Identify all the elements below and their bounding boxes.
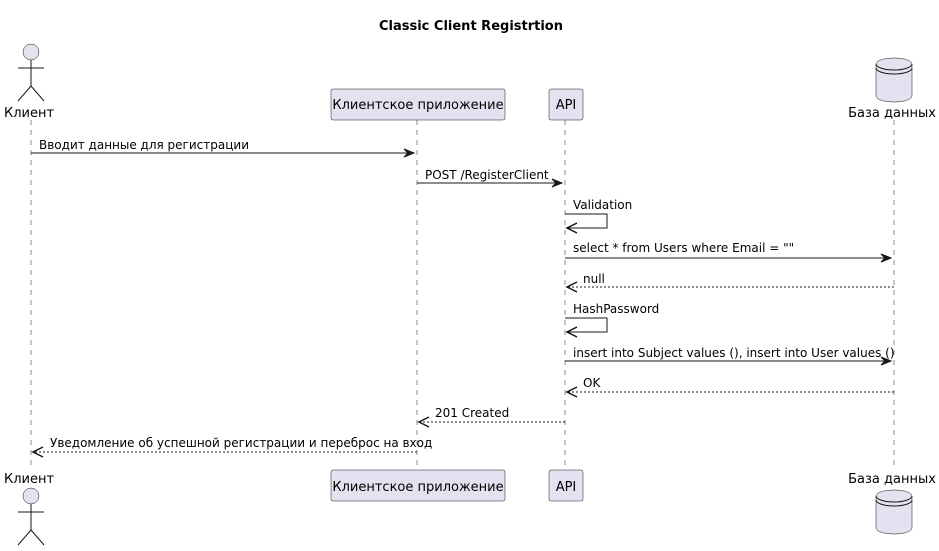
database-cylinder-rim [875,63,913,75]
message-line [565,213,608,229]
database-cylinder-icon [875,57,913,103]
participant-label-app: Клиентское приложение [332,98,503,113]
participant-box-app [330,469,506,502]
participant-api-top: API [548,88,584,121]
arrow-head-icon [417,416,430,428]
participant-client-top: Клиент [4,43,54,121]
message-label: OK [583,376,601,390]
actor-right-leg [30,529,45,546]
arrow-head-icon [880,253,893,263]
message-4: select * from Users where Email = "" [565,241,893,263]
participant-label-client: Клиент [4,106,54,121]
participant-db-top: База данных [848,57,936,121]
participant-db-bottom: База данных [848,472,936,535]
message-label: POST /RegisterClient [425,168,549,182]
message-5: null [565,272,894,293]
actor-head [22,43,40,61]
arrow-head-icon [565,326,578,338]
actor-right-leg [30,85,45,102]
participant-box-api [548,88,584,121]
message-label: Validation [573,198,632,212]
arrow-head-icon [565,222,578,234]
participant-box-api [548,469,584,502]
database-cylinder-icon [875,489,913,535]
participant-app-top: Клиентское приложение [330,88,506,121]
arrow-head-icon [403,148,416,158]
arrow-head-icon [565,386,578,398]
participant-label-app: Клиентское приложение [332,480,503,495]
participant-client-bottom: Клиент [4,472,54,546]
diagram-title: Classic Client Registrtion [379,19,563,34]
message-8: OK [565,376,894,398]
message-7: insert into Subject values (), insert in… [565,346,895,366]
participant-label-api: API [556,98,577,113]
message-9: 201 Created [417,406,565,428]
message-label: Уведомление об успешной регистрации и пе… [50,436,432,450]
message-1: Вводит данные для регистрации [31,138,416,158]
arrow-head-icon [31,446,44,458]
message-label: 201 Created [435,406,509,420]
participant-api-bottom: API [548,469,584,502]
message-3: Validation [565,198,632,234]
arrow-head-icon [565,281,578,293]
participant-box-app [330,88,506,121]
message-6: HashPassword [565,302,659,338]
message-label: null [583,272,605,286]
arrow-head-icon [880,356,893,366]
participant-label-client: Клиент [4,472,54,487]
message-10: Уведомление об успешной регистрации и пе… [31,436,432,458]
actor-left-leg [17,85,32,102]
message-label: Вводит данные для регистрации [39,138,249,152]
participant-app-bottom: Клиентское приложение [330,469,506,502]
actor-left-leg [17,529,32,546]
message-label: select * from Users where Email = "" [573,241,794,255]
arrow-head-icon [551,178,564,188]
participant-label-db: База данных [848,106,936,121]
message-label: insert into Subject values (), insert in… [573,346,895,360]
participant-label-api: API [556,480,577,495]
message-label: HashPassword [573,302,659,316]
actor-head [22,487,40,505]
database-cylinder-rim [875,495,913,507]
participant-label-db: База данных [848,472,936,487]
message-line [565,317,608,333]
message-2: POST /RegisterClient [417,168,564,188]
